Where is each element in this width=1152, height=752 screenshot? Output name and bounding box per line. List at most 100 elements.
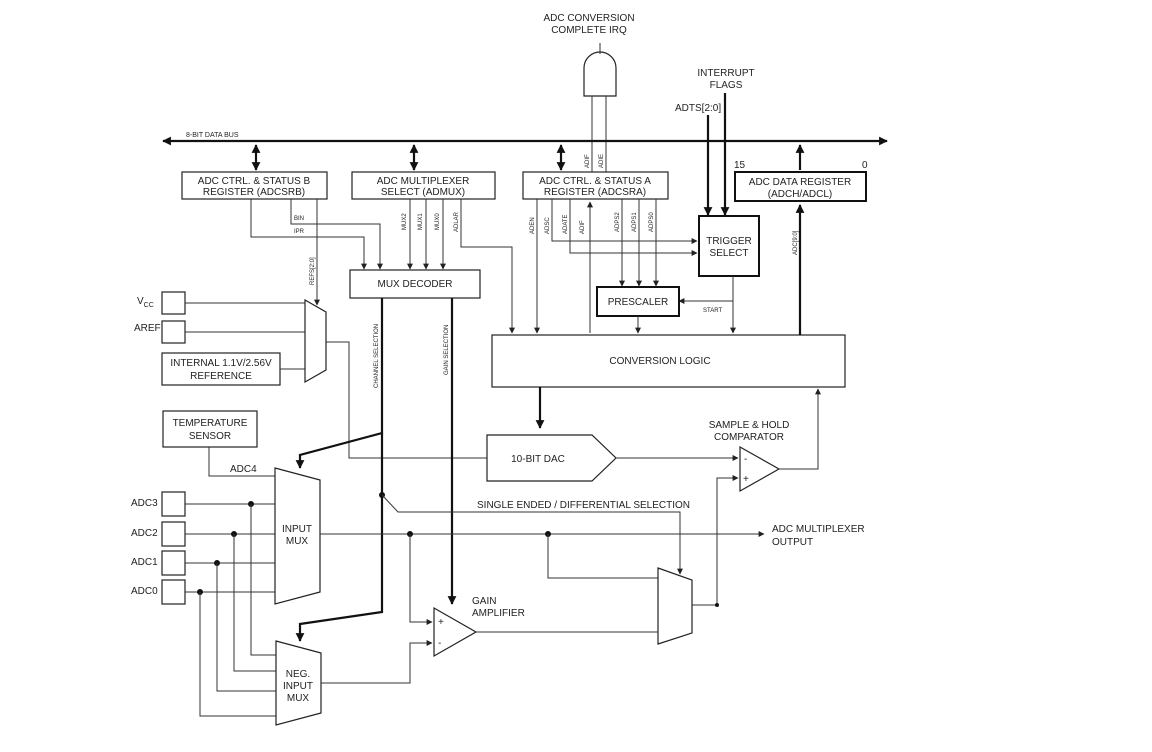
- sample-hold-line1: SAMPLE & HOLD: [709, 420, 790, 431]
- adif-top-label: ADIF: [585, 154, 591, 168]
- adie-top-label: ADIE: [599, 154, 605, 168]
- gain-amplifier-line1: GAIN: [472, 596, 496, 607]
- input-mux-line2: MUX: [286, 536, 309, 547]
- temperature-wire: [208, 447, 275, 477]
- gain-plus-wire: [409, 534, 433, 625]
- neg-input-mux-line1: NEG.: [286, 669, 310, 680]
- adc0-pin: [161, 579, 186, 605]
- adps0-label: ADPS0: [649, 212, 655, 232]
- bit-0-label: 0: [862, 160, 868, 171]
- adate-wire: [569, 199, 698, 256]
- single-diff-selection-wire: [381, 494, 683, 575]
- adc-data-register-line1: ADC DATA REGISTER: [749, 177, 851, 188]
- trigger-select-line1: TRIGGER: [706, 236, 752, 247]
- temperature-sensor-line1: TEMPERATURE: [173, 418, 248, 429]
- trigger-select-line2: SELECT: [710, 248, 749, 259]
- adc2-pin: [161, 521, 186, 547]
- internal-reference: [161, 352, 281, 386]
- single-ended-wire: [547, 534, 658, 579]
- adcsra-line2: REGISTER (ADCSRA): [544, 187, 646, 198]
- temperature-sensor-line2: SENSOR: [189, 431, 231, 442]
- adcsrb-register: [181, 171, 328, 200]
- mux-decoder: [349, 269, 481, 299]
- adps1-label: ADPS1: [632, 212, 638, 232]
- adc-mux-output-line2: OUTPUT: [772, 537, 813, 548]
- conversion-logic: [491, 334, 846, 388]
- irq-label-line1: ADC CONVERSION: [543, 13, 634, 24]
- admux-register: [351, 171, 496, 200]
- adsc-label: ADSC: [545, 217, 551, 234]
- internal-reference-line1: INTERNAL 1.1V/2.56V: [170, 358, 272, 369]
- temperature-sensor: [162, 410, 258, 448]
- gain-minus: -: [438, 638, 441, 649]
- single-diff-label: SINGLE ENDED / DIFFERENTIAL SELECTION: [477, 500, 690, 511]
- admux-line1: ADC MULTIPLEXER: [377, 176, 470, 187]
- channel-selection-line: [295, 298, 384, 469]
- irq-label-line2: COMPLETE IRQ: [551, 25, 627, 36]
- admux-line2: SELECT (ADMUX): [381, 187, 465, 198]
- vcc-pin: [161, 291, 186, 315]
- prescaler-label: PRESCALER: [608, 297, 669, 308]
- neg-input-mux: [275, 640, 322, 726]
- bin-label: BIN: [294, 216, 304, 222]
- adc3-neg-wire: [250, 504, 276, 656]
- se-diff-mux: [657, 567, 693, 645]
- neg-channel-selection-line: [295, 433, 384, 642]
- mux2-label: MUX2: [402, 213, 408, 230]
- sample-hold-line2: COMPARATOR: [714, 432, 784, 443]
- dac-label: 10-BIT DAC: [511, 454, 565, 465]
- vcc-label: VCC: [137, 296, 154, 309]
- adc1-pin: [161, 550, 186, 576]
- adc3-label: ADC3: [131, 498, 158, 509]
- comparator-plus: +: [743, 474, 749, 485]
- neg-input-mux-line2: INPUT: [283, 681, 313, 692]
- adc1-neg-wire: [216, 563, 276, 692]
- reference-to-dac-wire: [326, 341, 487, 459]
- adc0-label: ADC0: [131, 586, 158, 597]
- adc2-label: ADC2: [131, 528, 158, 539]
- mux-to-comparator-wire: [692, 475, 739, 606]
- comparator-junction: [715, 603, 719, 607]
- start-label: START: [703, 308, 722, 314]
- adate-label: ADATE: [563, 214, 569, 234]
- conversion-logic-label: CONVERSION LOGIC: [609, 356, 710, 367]
- adc-mux-output-line1: ADC MULTIPLEXER: [772, 524, 865, 535]
- comparator-out-wire: [779, 388, 821, 470]
- adsc-wire: [551, 199, 698, 244]
- dac: [486, 434, 617, 482]
- channel-selection-label: CHANNEL SELECTION: [374, 324, 380, 388]
- refs-label: REFS[2:0]: [310, 257, 316, 285]
- adcsrb-line2: REGISTER (ADCSRB): [203, 187, 305, 198]
- adc2-neg-wire: [233, 534, 276, 672]
- adlar-label: ADLAR: [454, 211, 460, 232]
- gain-selection-label: GAIN SELECTION: [444, 325, 450, 375]
- ipr-wire: [250, 199, 367, 270]
- ipr-label: IPR: [294, 229, 305, 235]
- adcsrb-line1: ADC CTRL. & STATUS B: [198, 176, 311, 187]
- gain-amplifier-line2: AMPLIFIER: [472, 608, 525, 619]
- adc4-label: ADC4: [230, 464, 257, 475]
- adc-data-register-line2: (ADCH/ADCL): [768, 189, 832, 200]
- mux1-label: MUX1: [418, 213, 424, 230]
- input-mux-line1: INPUT: [282, 524, 312, 535]
- mux-decoder-label: MUX DECODER: [377, 279, 452, 290]
- adlar-wire: [460, 199, 515, 334]
- adcsra-line1: ADC CTRL. & STATUS A: [539, 176, 651, 187]
- adc1-label: ADC1: [131, 557, 158, 568]
- adc-data-register: [734, 171, 867, 202]
- aref-label: AREF: [134, 323, 161, 334]
- comparator: [739, 445, 781, 493]
- interrupt-flags-line2: FLAGS: [710, 80, 743, 91]
- adps2-label: ADPS2: [615, 212, 621, 232]
- adc3-pin: [161, 491, 186, 517]
- internal-reference-line2: REFERENCE: [190, 371, 252, 382]
- adc-bus-label: ADC[9:0]: [793, 230, 799, 255]
- adif-label: ADIF: [580, 220, 586, 234]
- gain-plus: +: [438, 617, 444, 628]
- bin-wire: [290, 199, 383, 270]
- trigger-select: [698, 215, 760, 277]
- reference-mux: [304, 298, 327, 384]
- aref-pin: [161, 320, 186, 344]
- adc0-neg-wire: [199, 592, 276, 717]
